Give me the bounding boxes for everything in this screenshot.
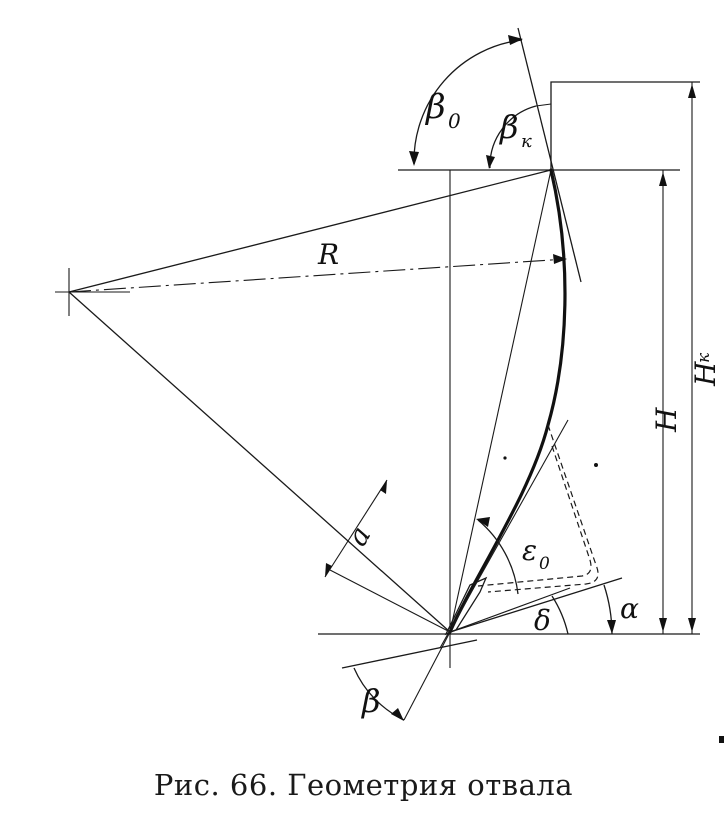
hk-arrow-bottom xyxy=(688,618,696,632)
top-tangent-line xyxy=(517,27,582,283)
chord-line xyxy=(449,169,552,633)
label-h: H xyxy=(650,407,683,433)
betak-arrow xyxy=(486,155,495,169)
label-beta: β xyxy=(361,682,381,720)
radius-arrow xyxy=(553,254,567,264)
label-hk: H xyxy=(689,361,722,387)
label-epsilon-sub: 0 xyxy=(539,554,550,574)
dashed-support-inner xyxy=(477,445,592,587)
beta-line xyxy=(341,639,478,669)
alpha-arrow xyxy=(607,620,616,634)
beta-arrow xyxy=(391,708,404,721)
beta0-arc xyxy=(413,39,523,165)
epsilon-arc xyxy=(477,519,519,595)
label-a: a xyxy=(340,521,377,552)
figure-caption: Рис. 66. Геометрия отвала xyxy=(153,768,574,802)
h-arrow-bottom xyxy=(659,618,667,632)
label-beta0: β xyxy=(424,87,446,127)
a-arrow-top xyxy=(380,480,387,494)
epsilon-arrow xyxy=(476,517,490,527)
lower-tangent-line xyxy=(439,419,569,649)
label-betak: β xyxy=(499,108,519,146)
hk-arrow-top xyxy=(688,84,696,98)
label-delta: δ xyxy=(534,604,551,637)
dashed-support xyxy=(487,424,599,593)
radius-line-r xyxy=(68,258,567,293)
delta-arc xyxy=(551,595,569,635)
edge-mark xyxy=(719,736,724,743)
label-betak-sub: к xyxy=(521,131,532,152)
radius-line-bottom xyxy=(68,291,451,633)
alpha-line xyxy=(449,577,623,633)
beta0-arrow-bottom xyxy=(409,151,419,166)
betak-leg xyxy=(535,103,552,107)
label-r: R xyxy=(317,238,339,271)
point-mark xyxy=(594,463,598,467)
a-dimension-line xyxy=(324,479,388,578)
h-arrow-top xyxy=(659,172,667,186)
a-arrow-bottom xyxy=(325,563,332,577)
delta-line xyxy=(449,587,571,633)
a-extension-line xyxy=(329,569,451,633)
label-alpha: α xyxy=(620,592,639,625)
label-epsilon: ε xyxy=(522,534,537,567)
moldboard-curve xyxy=(448,168,567,634)
label-beta0-sub: 0 xyxy=(448,109,461,133)
label-hk-sub: к xyxy=(694,352,714,363)
radius-line-top xyxy=(68,169,552,293)
beta-line-2 xyxy=(403,631,451,721)
point-mark-2 xyxy=(503,456,507,460)
beta0-arrow-top xyxy=(508,35,523,45)
mount-plate xyxy=(550,81,700,172)
